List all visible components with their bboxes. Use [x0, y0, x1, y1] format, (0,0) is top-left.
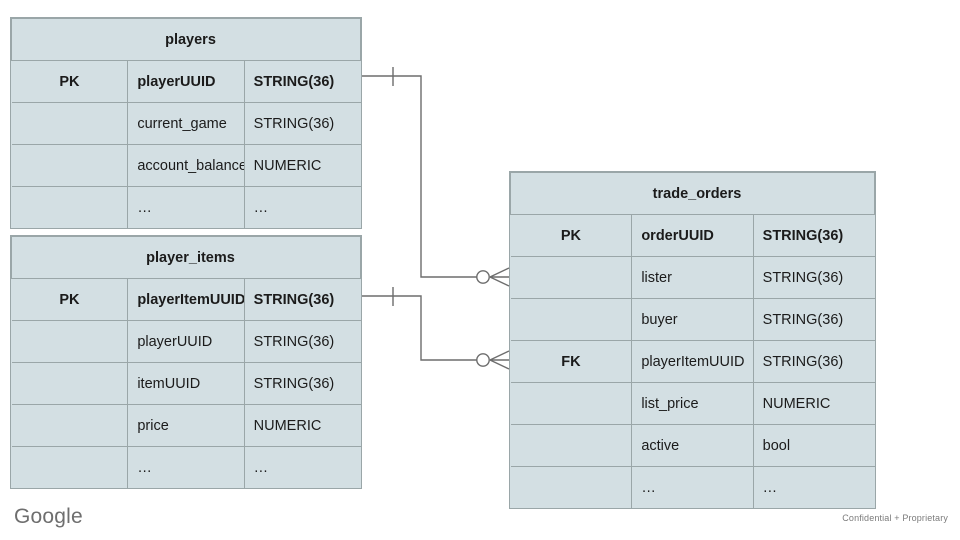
confidentiality-note: Confidential + Proprietary	[842, 513, 948, 523]
row-field-name: playerUUID	[127, 60, 245, 103]
row-field-type: STRING(36)	[243, 278, 361, 321]
row-key-badge-fk: FK	[510, 340, 633, 383]
row-key-badge: PK	[11, 60, 129, 103]
table-row[interactable]: list_price NUMERIC	[510, 382, 875, 425]
row-field-name: playerItemUUID	[631, 340, 754, 383]
entity-table-players[interactable]: players PK playerUUID STRING(36) current…	[10, 17, 362, 229]
row-field-name: playerUUID	[127, 320, 245, 363]
row-field-name: playerItemUUID	[127, 278, 245, 321]
crowsfoot-prong-upper	[489, 350, 510, 361]
row-field-type: STRING(36)	[752, 340, 875, 383]
table-row[interactable]: … …	[11, 186, 361, 228]
row-key-badge	[510, 424, 633, 467]
table-row[interactable]: current_game STRING(36)	[11, 102, 361, 145]
table-row[interactable]: FK playerItemUUID STRING(36)	[510, 340, 875, 383]
row-field-type: NUMERIC	[752, 382, 875, 425]
table-row[interactable]: PK orderUUID STRING(36)	[510, 214, 875, 257]
table-title-row: players	[11, 18, 361, 61]
row-key-badge	[11, 186, 129, 228]
entity-table-player-items[interactable]: player_items PK playerItemUUID STRING(36…	[10, 235, 362, 489]
row-field-type: bool	[752, 424, 875, 467]
table-row[interactable]: playerUUID STRING(36)	[11, 320, 361, 363]
row-key-badge: PK	[11, 278, 129, 321]
row-field-type: STRING(36)	[243, 362, 361, 405]
row-key-badge	[11, 144, 129, 187]
row-field-name: buyer	[631, 298, 754, 341]
row-field-type: STRING(36)	[752, 214, 875, 257]
table-row[interactable]: active bool	[510, 424, 875, 467]
table-title-players: players	[11, 18, 361, 61]
row-key-badge	[11, 102, 129, 145]
row-field-name: itemUUID	[127, 362, 245, 405]
table-row[interactable]: PK playerItemUUID STRING(36)	[11, 278, 361, 321]
table-row[interactable]: … …	[11, 446, 361, 488]
row-key-badge	[11, 362, 129, 405]
relationship-player-items-to-trade-orders[interactable]	[362, 287, 510, 370]
row-field-type: …	[243, 186, 361, 228]
row-field-type: STRING(36)	[752, 298, 875, 341]
relationship-players-to-trade-orders[interactable]	[362, 67, 510, 287]
row-field-type: STRING(36)	[243, 320, 361, 363]
row-field-name: account_balance	[127, 144, 245, 187]
table-row[interactable]: buyer STRING(36)	[510, 298, 875, 341]
row-key-badge	[11, 320, 129, 363]
table-row[interactable]: price NUMERIC	[11, 404, 361, 447]
cardinality-zero-circle	[476, 270, 490, 284]
row-field-name: active	[631, 424, 754, 467]
row-field-name: price	[127, 404, 245, 447]
row-field-name: list_price	[631, 382, 754, 425]
row-key-badge	[510, 466, 633, 508]
crowsfoot-prong-upper	[489, 267, 510, 278]
row-field-name: …	[127, 186, 245, 228]
google-logo: Google	[14, 505, 83, 528]
row-field-type: STRING(36)	[243, 60, 361, 103]
crowsfoot-prong-lower	[489, 276, 510, 287]
row-key-badge	[11, 446, 129, 488]
table-title-trade-orders: trade_orders	[510, 172, 875, 215]
table-row[interactable]: lister STRING(36)	[510, 256, 875, 299]
row-key-badge: PK	[510, 214, 633, 257]
cardinality-zero-circle	[476, 353, 490, 367]
table-row[interactable]: … …	[510, 466, 875, 508]
row-field-name: orderUUID	[631, 214, 754, 257]
row-field-name: current_game	[127, 102, 245, 145]
row-field-type: …	[752, 466, 875, 508]
table-title-row: player_items	[11, 236, 361, 279]
row-key-badge	[510, 382, 633, 425]
row-key-badge	[11, 404, 129, 447]
entity-table-trade-orders[interactable]: trade_orders PK orderUUID STRING(36) lis…	[509, 171, 876, 509]
crowsfoot-prong-lower	[489, 359, 510, 370]
table-title-player-items: player_items	[11, 236, 361, 279]
row-field-type: STRING(36)	[243, 102, 361, 145]
row-field-type: STRING(36)	[752, 256, 875, 299]
table-row[interactable]: account_balance NUMERIC	[11, 144, 361, 187]
row-field-type: …	[243, 446, 361, 488]
table-row[interactable]: PK playerUUID STRING(36)	[11, 60, 361, 103]
row-key-badge	[510, 298, 633, 341]
row-field-name: …	[631, 466, 754, 508]
row-field-name: …	[127, 446, 245, 488]
table-row[interactable]: itemUUID STRING(36)	[11, 362, 361, 405]
table-title-row: trade_orders	[510, 172, 875, 215]
row-key-badge	[510, 256, 633, 299]
row-field-type: NUMERIC	[243, 404, 361, 447]
row-field-name: lister	[631, 256, 754, 299]
row-field-type: NUMERIC	[243, 144, 361, 187]
